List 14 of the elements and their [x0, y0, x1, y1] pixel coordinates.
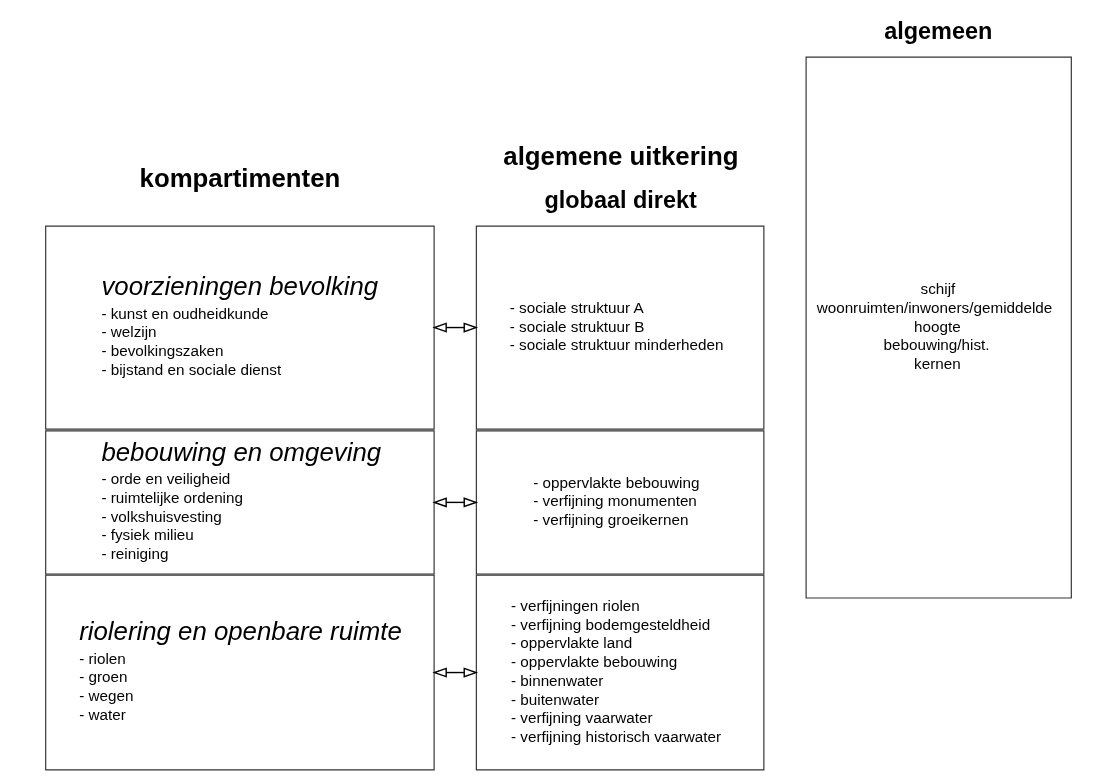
node-box: voorzieningen bevolking - kunst en oudheidkunde - welzijn - bevolkingszaken - bijstand en sociale dienst — [44, 225, 435, 430]
node-box: - sociale struktuur A - sociale struktuur B - sociale struktuur minderheden — [475, 225, 764, 430]
node-box: riolering en openbare ruimte - riolen - groen - wegen - water — [44, 574, 435, 771]
node-box: bebouwing en omgeving - orde en veiligheid - ruimtelijke ordening - volkshuisvesting - fysiek milieu - reiniging — [44, 430, 435, 575]
arrow — [431, 497, 478, 508]
arrow — [431, 322, 478, 333]
node-box: schijf woonruimten/inwoners/gemiddelde hoogte bebouwing/hist. kernen — [805, 56, 1072, 599]
node-box: - oppervlakte bebouwing - verfijning monumenten - verfijning groeikernen — [475, 430, 764, 575]
arrow — [431, 667, 478, 678]
label: kompartimenten — [139, 164, 340, 193]
label: globaal direkt — [543, 186, 697, 213]
label: algemeen — [883, 17, 992, 44]
node-box: - verfijningen riolen - verfijning bodemgesteldheid - oppervlakte land - oppervlakte bebouwing - binnenwater - buitenwater - verfijning vaarwater - verfijning historisch vaarwater — [475, 574, 764, 771]
label: algemene uitkering — [502, 142, 738, 171]
